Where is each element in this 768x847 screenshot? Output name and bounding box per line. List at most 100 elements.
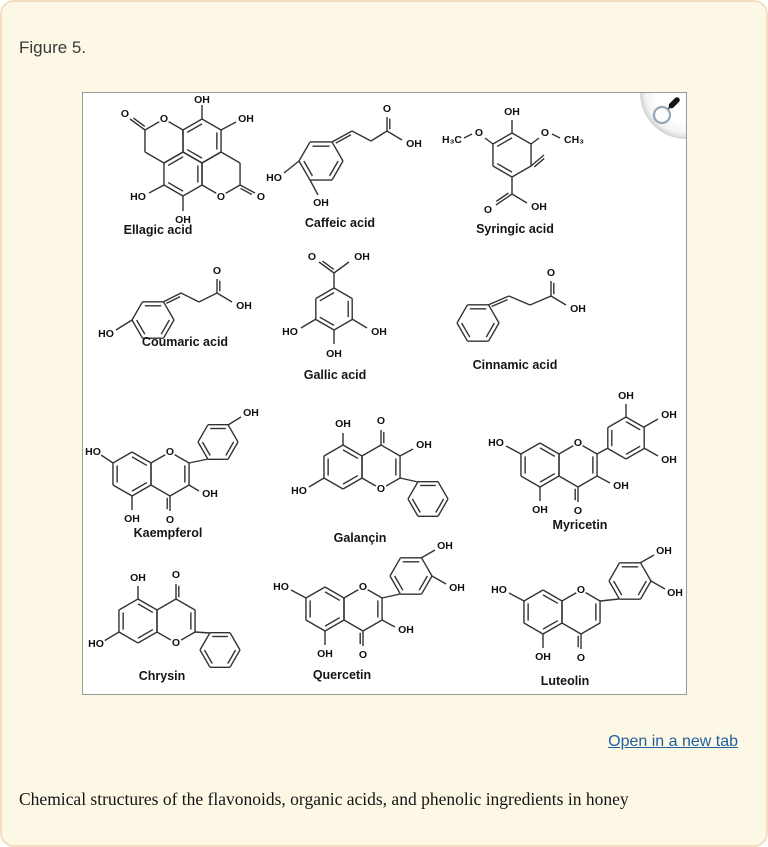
bond	[144, 151, 164, 164]
bond	[324, 616, 340, 627]
bond	[520, 442, 540, 455]
bond	[460, 322, 470, 338]
atom-label: OH	[236, 300, 252, 312]
atom-label: OH	[449, 582, 465, 594]
atom-label: OH	[335, 418, 351, 430]
bond	[224, 441, 234, 456]
bond	[431, 575, 446, 585]
bond	[625, 421, 641, 431]
bond	[226, 441, 239, 460]
atom-label: O	[573, 437, 581, 449]
bond	[487, 322, 500, 342]
bond	[406, 481, 419, 500]
link-row: Open in a new tab	[2, 733, 738, 751]
bond	[112, 484, 132, 497]
atom-label: O	[171, 569, 179, 581]
bond	[333, 287, 353, 300]
atom-label: OH	[130, 572, 146, 584]
molecule-name: Myricetin	[552, 518, 607, 532]
bond	[314, 318, 334, 331]
atom-label: O	[165, 514, 173, 526]
atom-label: OH	[202, 488, 218, 500]
atom-label: HO	[291, 485, 307, 497]
bond	[399, 477, 418, 483]
atom-label: HO	[130, 191, 146, 203]
bond	[361, 444, 381, 457]
atom-label: OH	[326, 348, 342, 360]
bond	[625, 445, 641, 455]
bond	[165, 295, 180, 305]
bond	[492, 132, 512, 145]
atom-label: O	[382, 103, 390, 115]
bond	[599, 598, 619, 602]
bond	[283, 160, 299, 174]
molecule-name: Quercetin	[312, 668, 370, 682]
atom-label: OH	[570, 303, 586, 315]
bond	[511, 132, 531, 145]
atom-label: CH₃	[563, 134, 583, 146]
bond	[302, 160, 313, 177]
bond	[196, 441, 209, 460]
atom-label: H₃C	[441, 134, 461, 146]
atom-label: OH	[317, 648, 333, 660]
atom-label: OH	[354, 251, 370, 263]
atom-label: OH	[613, 480, 629, 492]
open-new-tab-link[interactable]: Open in a new tab	[608, 733, 738, 750]
bond	[324, 591, 340, 602]
bond	[625, 447, 645, 460]
bond	[381, 619, 395, 628]
molecule-name: Ellagic acid	[123, 223, 192, 237]
bond	[492, 165, 512, 178]
bond	[393, 575, 403, 591]
bond	[216, 292, 232, 303]
bond	[201, 151, 221, 164]
bond	[163, 184, 183, 197]
bond	[156, 598, 176, 611]
bond	[118, 631, 138, 644]
bond	[530, 154, 544, 167]
bond	[436, 481, 449, 500]
bond	[196, 424, 209, 443]
atom-label: OH	[437, 540, 453, 552]
bond	[420, 549, 435, 559]
bond	[388, 557, 401, 577]
bond	[455, 304, 468, 324]
bond	[639, 554, 654, 564]
bond	[561, 589, 581, 602]
bond	[305, 586, 325, 599]
bond	[182, 118, 202, 131]
bond	[362, 619, 382, 632]
bond	[175, 631, 195, 644]
bond	[643, 447, 658, 457]
molecule-name: Caffeic acid	[304, 216, 374, 230]
atom-label: HO	[85, 446, 101, 458]
bond	[163, 151, 183, 164]
bond	[550, 295, 566, 306]
magnifier-icon[interactable]	[649, 96, 681, 128]
bond	[137, 598, 157, 611]
bond	[150, 484, 170, 497]
bond	[198, 292, 217, 303]
atom-label: OH	[667, 587, 683, 599]
bond	[539, 475, 559, 488]
bond	[135, 319, 145, 335]
bond	[484, 137, 493, 145]
bond	[487, 304, 500, 324]
bond	[561, 622, 581, 635]
bond	[496, 137, 512, 148]
bond	[343, 619, 363, 632]
bond	[103, 631, 119, 642]
bond	[162, 301, 175, 321]
bond	[542, 619, 558, 630]
bond	[596, 447, 608, 455]
bond	[163, 118, 183, 131]
bond	[321, 260, 334, 270]
